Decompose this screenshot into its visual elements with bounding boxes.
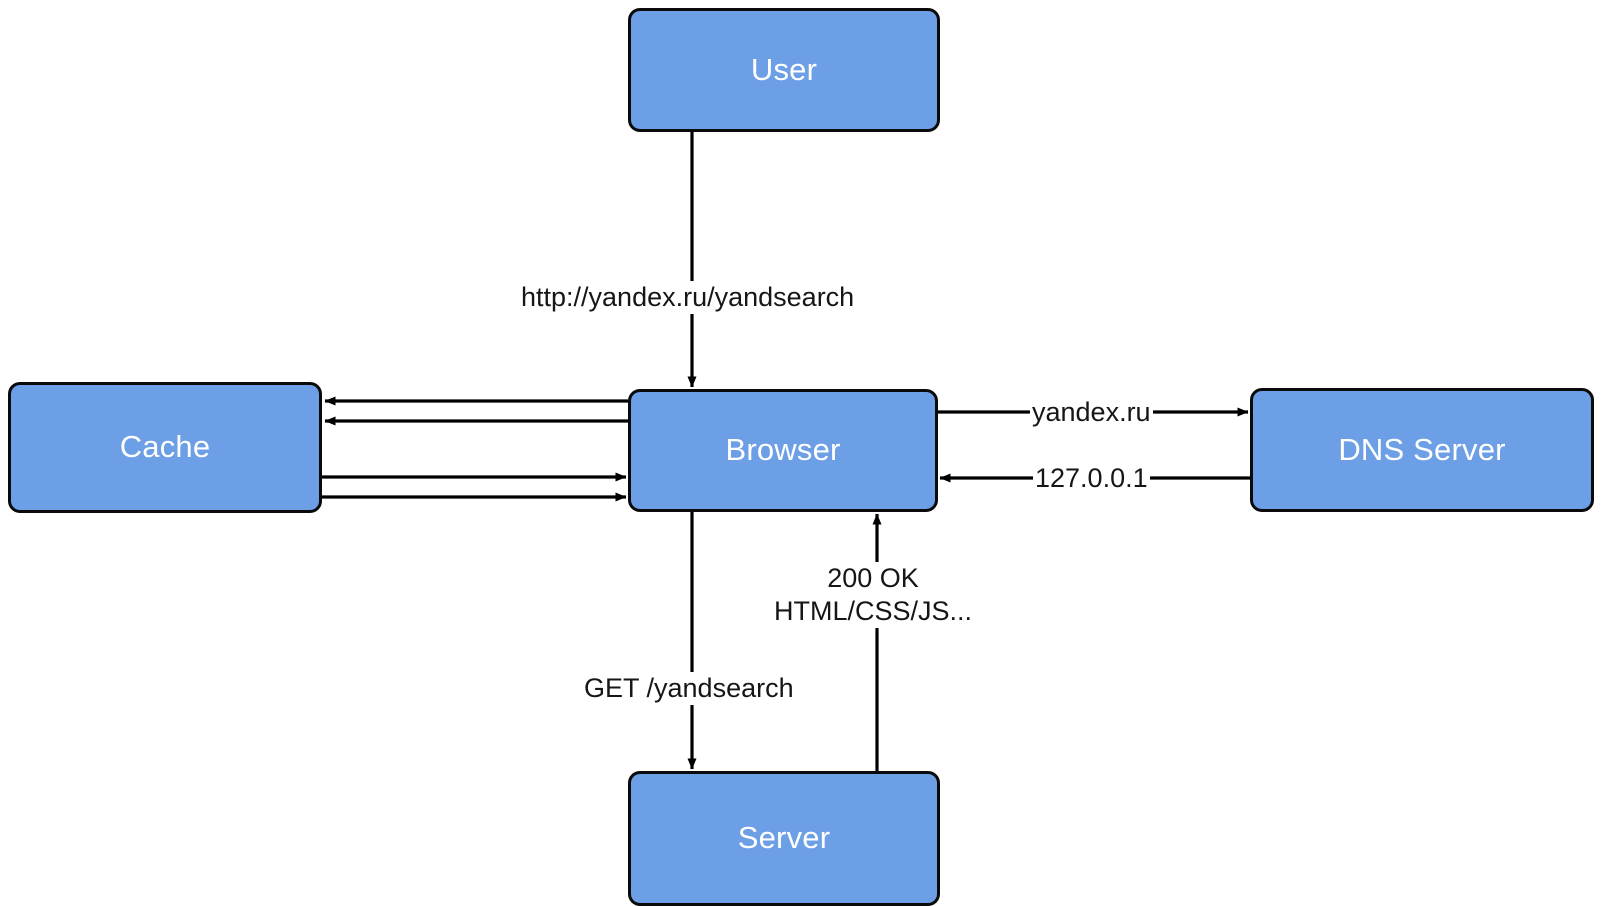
- node-browser-label: Browser: [725, 432, 841, 468]
- node-cache[interactable]: Cache: [8, 382, 322, 513]
- node-server[interactable]: Server: [628, 771, 940, 906]
- node-browser[interactable]: Browser: [628, 389, 938, 512]
- node-user[interactable]: User: [628, 8, 940, 132]
- edge-label-browser-to-dns: yandex.ru: [1030, 396, 1153, 429]
- edge-label-browser-to-server: GET /yandsearch: [582, 672, 796, 705]
- node-dns-server[interactable]: DNS Server: [1250, 388, 1594, 512]
- node-cache-label: Cache: [119, 429, 211, 465]
- edge-label-server-to-browser: 200 OK HTML/CSS/JS...: [772, 562, 975, 628]
- node-server-label: Server: [737, 820, 831, 856]
- edge-label-user-to-browser: http://yandex.ru/yandsearch: [519, 281, 857, 314]
- edge-label-dns-to-browser: 127.0.0.1: [1033, 462, 1150, 495]
- node-user-label: User: [750, 51, 818, 87]
- node-dns-server-label: DNS Server: [1338, 431, 1506, 467]
